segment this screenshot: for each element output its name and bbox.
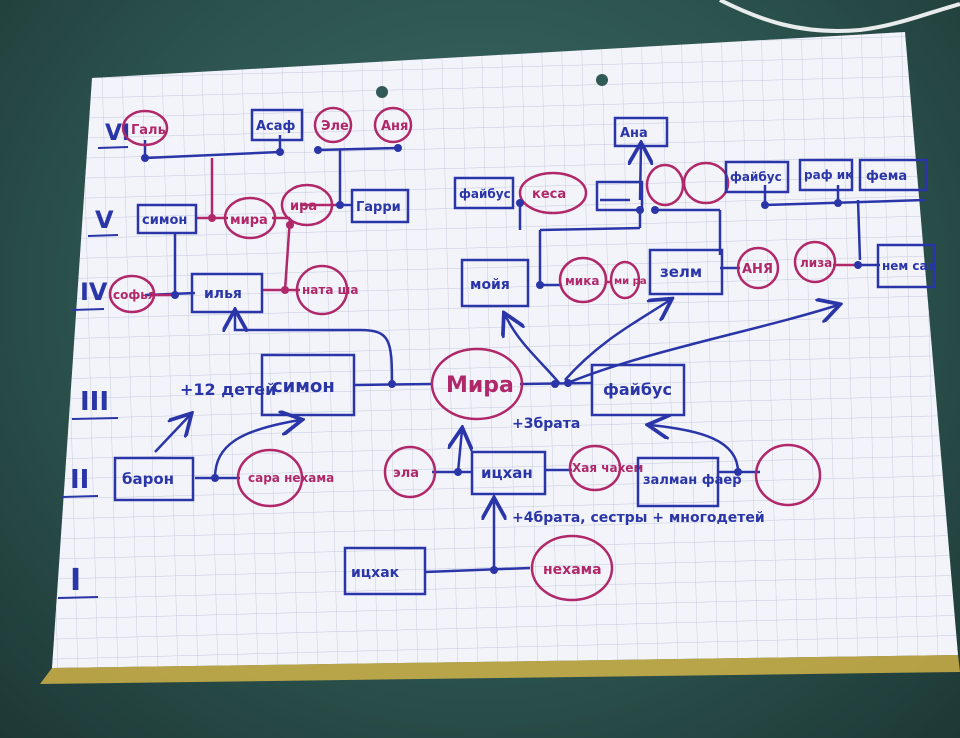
gen-label-3: III [80, 387, 109, 417]
svg-text:ицхак: ицхак [351, 565, 400, 581]
svg-text:нехама: нехама [543, 562, 602, 578]
svg-text:лиза: лиза [800, 256, 832, 270]
note-plus-12: +12 детей [180, 380, 276, 399]
svg-text:Эле: Эле [321, 119, 349, 134]
node-sofya: софья [108, 274, 156, 314]
svg-text:залман фаер: залман фаер [643, 473, 742, 488]
node-ilya: илья [190, 272, 264, 314]
red-links [152, 158, 858, 297]
node-mira-4: ми ра [609, 260, 647, 300]
generation-labels: VI V IV III II I [57, 121, 130, 599]
svg-text:ира: ира [290, 199, 317, 214]
node-asaf: Асаф [250, 108, 304, 142]
gen-label-1: I [70, 563, 81, 598]
node-ira: ира [280, 183, 334, 227]
svg-text:Мира: Мира [446, 373, 514, 398]
node-mika: мика [558, 256, 608, 304]
node-simon-5: симон [136, 203, 198, 235]
gen-label-4: IV [80, 278, 108, 306]
node-empty-circle [682, 161, 730, 205]
svg-text:Ана: Ана [620, 126, 648, 141]
note-plus-3: +3брата [512, 416, 580, 432]
node-itsan: ицхан [470, 450, 547, 496]
node-faybus-5: файбус [453, 176, 515, 210]
node-ele: Эле [313, 106, 353, 144]
node-fema: фема [858, 158, 928, 192]
svg-text:ната ша: ната ша [302, 283, 358, 297]
svg-text:софья: софья [113, 288, 156, 302]
svg-text:АНЯ: АНЯ [742, 262, 773, 277]
svg-text:ми ра: ми ра [614, 276, 647, 287]
svg-text:симон: симон [272, 376, 335, 397]
svg-text:файбус: файбус [730, 170, 782, 184]
svg-text:раф ик: раф ик [804, 168, 853, 182]
node-empty-spouse [754, 443, 822, 507]
node-faybus-3: файбус [590, 363, 686, 417]
svg-text:зелм: зелм [660, 263, 702, 281]
svg-text:сара нехама: сара нехама [248, 471, 334, 485]
svg-text:барон: барон [122, 470, 174, 488]
svg-text:нем сах: нем сах [882, 259, 936, 273]
node-sara: сара нехама [236, 448, 334, 508]
svg-text:илья: илья [204, 286, 242, 302]
svg-text:мика: мика [565, 274, 599, 288]
node-empty-box [595, 180, 644, 212]
node-nesah: нем сах [876, 243, 936, 289]
svg-text:Аня: Аня [381, 119, 408, 134]
junction-dots [141, 144, 862, 574]
node-moshe: мойя [460, 258, 530, 308]
note-plus-4: +4брата, сестры + многодетей [512, 510, 765, 526]
node-ana: Ана [613, 116, 669, 148]
node-natasha: ната ша [295, 264, 358, 316]
node-rafik: раф ик [798, 158, 853, 192]
svg-text:симон: симон [142, 213, 187, 228]
svg-text:кеса: кеса [532, 187, 566, 202]
node-khaya: Хая чахем [568, 444, 643, 492]
node-ela: эла [383, 445, 437, 499]
node-simon-3: симон [260, 353, 356, 417]
gen-label-5: V [95, 206, 114, 234]
svg-text:Галь: Галь [131, 123, 166, 138]
punch-hole [596, 74, 608, 86]
node-zalman: залман фаер [636, 456, 742, 508]
node-kesa: кеса [518, 171, 588, 215]
svg-text:ицхан: ицхан [481, 464, 533, 482]
svg-text:Асаф: Асаф [256, 119, 296, 134]
gen-label-6: VI [105, 121, 130, 146]
node-mira-5: мира [223, 196, 277, 240]
node-zelm: зелм [648, 248, 724, 296]
node-itsik: ицхак [343, 546, 427, 596]
node-liza: лиза [793, 240, 837, 284]
node-garri: Гарри [350, 188, 410, 224]
svg-text:файбус: файбус [603, 380, 672, 399]
svg-text:эла: эла [393, 466, 419, 481]
svg-text:фема: фема [866, 169, 907, 184]
svg-text:мира: мира [230, 213, 268, 228]
node-anya-4: АНЯ [736, 246, 780, 290]
node-gal: Галь [121, 109, 169, 147]
svg-text:Гарри: Гарри [356, 200, 401, 215]
node-nechama: нехама [530, 534, 614, 602]
svg-text:мойя: мойя [470, 277, 510, 293]
svg-text:Хая чахем: Хая чахем [572, 461, 643, 475]
node-mira-3: Мира [430, 347, 524, 421]
node-faybus-6: файбус [724, 160, 790, 194]
punch-hole [376, 86, 388, 98]
node-baron: барон [113, 456, 195, 502]
node-anya-6: Аня [373, 106, 413, 144]
gen-label-2: II [70, 465, 89, 495]
svg-text:файбус: файбус [459, 187, 511, 201]
